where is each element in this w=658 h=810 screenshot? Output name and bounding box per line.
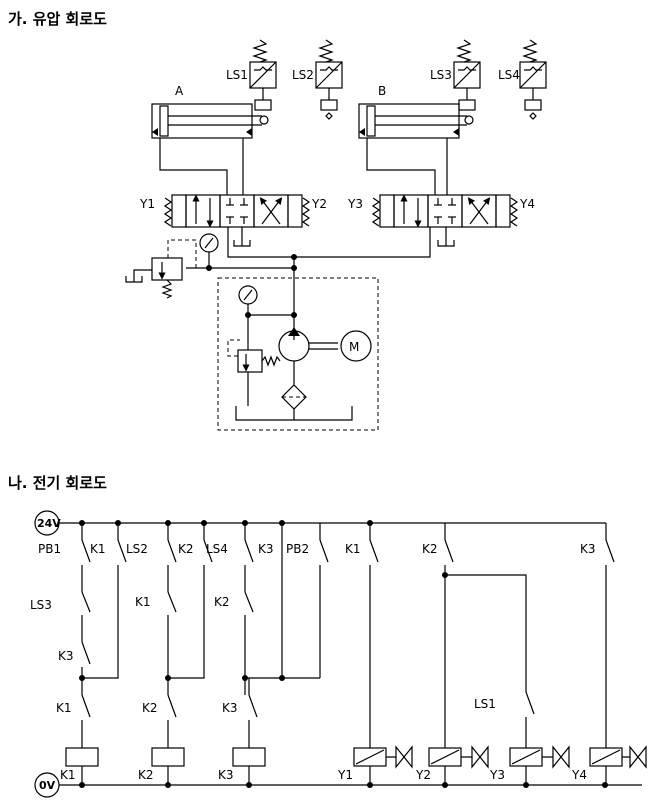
k1-y1-label: K1 bbox=[345, 542, 361, 556]
relief-valve-unit bbox=[227, 339, 281, 406]
supply-24v: 24V bbox=[34, 510, 61, 536]
ls1-contact-label: LS1 bbox=[474, 697, 496, 711]
rung-y4: K3 Y4 bbox=[571, 523, 647, 785]
y2-label: Y2 bbox=[311, 197, 327, 211]
directional-valve-1: Y1 Y2 bbox=[139, 194, 327, 228]
limit-switch-ls2: LS2 bbox=[292, 39, 343, 120]
ls3-label: LS3 bbox=[430, 68, 452, 82]
limit-switch-ls3: LS3 bbox=[430, 39, 481, 111]
motor-label: M bbox=[349, 340, 359, 354]
k1-mid-label: K1 bbox=[135, 595, 151, 609]
ls3-contact-label: LS3 bbox=[30, 598, 52, 612]
rung-3: LS4 K3 PB2 K2 K3 K3 bbox=[206, 523, 329, 785]
rung-2: LS2 K2 K1 K2 K2 bbox=[126, 523, 213, 785]
y3-coil-label: Y3 bbox=[489, 768, 505, 782]
k2-lower-label: K2 bbox=[142, 701, 158, 715]
k3-y4-label: K3 bbox=[580, 542, 596, 556]
ls4-label: LS4 bbox=[498, 68, 520, 82]
k3-contact-label: K3 bbox=[58, 649, 74, 663]
k2-top-label: K2 bbox=[178, 542, 194, 556]
electrical-heading: 나. 전기 회로도 bbox=[8, 474, 107, 492]
ls2-label: LS2 bbox=[292, 68, 314, 82]
supply-24v-label: 24V bbox=[37, 517, 61, 530]
y1-coil-label: Y1 bbox=[337, 768, 353, 782]
y1-label: Y1 bbox=[139, 197, 155, 211]
hydraulic-heading: 가. 유압 회로도 bbox=[8, 10, 107, 28]
k1-top-label: K1 bbox=[90, 542, 106, 556]
relay-k1-coil bbox=[65, 747, 99, 767]
tank-icon bbox=[235, 406, 353, 421]
relay-k2-coil bbox=[151, 747, 185, 767]
motor-icon: M bbox=[340, 330, 372, 362]
ls1-label: LS1 bbox=[226, 68, 248, 82]
cylinder-b: B bbox=[358, 84, 474, 139]
k3-top-label: K3 bbox=[258, 542, 274, 556]
power-unit-box bbox=[217, 277, 379, 431]
filter-icon bbox=[281, 384, 307, 420]
y4-label: Y4 bbox=[519, 197, 535, 211]
y4-coil-label: Y4 bbox=[571, 768, 587, 782]
relay-k3-label: K3 bbox=[218, 768, 234, 782]
k2-mid-label: K2 bbox=[214, 595, 230, 609]
limit-switch-ls4: LS4 bbox=[498, 39, 547, 120]
k3-lower-label: K3 bbox=[222, 701, 238, 715]
pb1-label: PB1 bbox=[38, 542, 61, 556]
y2-coil-label: Y2 bbox=[415, 768, 431, 782]
ls2-contact-label: LS2 bbox=[126, 542, 148, 556]
relief-valve-left bbox=[125, 239, 197, 299]
cylinder-b-label: B bbox=[378, 84, 386, 98]
pb2-label: PB2 bbox=[286, 542, 309, 556]
ls4-contact-label: LS4 bbox=[206, 542, 228, 556]
cylinder-a-label: A bbox=[175, 84, 184, 98]
rung-y2-y3: K2 Y2 LS1 Y3 bbox=[415, 523, 570, 785]
limit-switch-ls1: LS1 bbox=[226, 39, 277, 111]
pump-icon bbox=[278, 327, 338, 385]
k2-y-label: K2 bbox=[422, 542, 438, 556]
rung-1: PB1 K1 LS3 K3 K1 K1 bbox=[30, 523, 127, 785]
directional-valve-2: Y3 Y4 bbox=[347, 194, 535, 228]
supply-0v-label: 0V bbox=[39, 779, 56, 792]
rung-y1: K1 Y1 bbox=[337, 523, 413, 785]
relay-k2-label: K2 bbox=[138, 768, 154, 782]
relay-k1-label: K1 bbox=[60, 768, 76, 782]
relay-k3-coil bbox=[232, 747, 266, 767]
y3-label: Y3 bbox=[347, 197, 363, 211]
supply-0v: 0V bbox=[34, 772, 60, 798]
k1-lower-label: K1 bbox=[56, 701, 72, 715]
cylinder-a: A bbox=[151, 84, 269, 139]
